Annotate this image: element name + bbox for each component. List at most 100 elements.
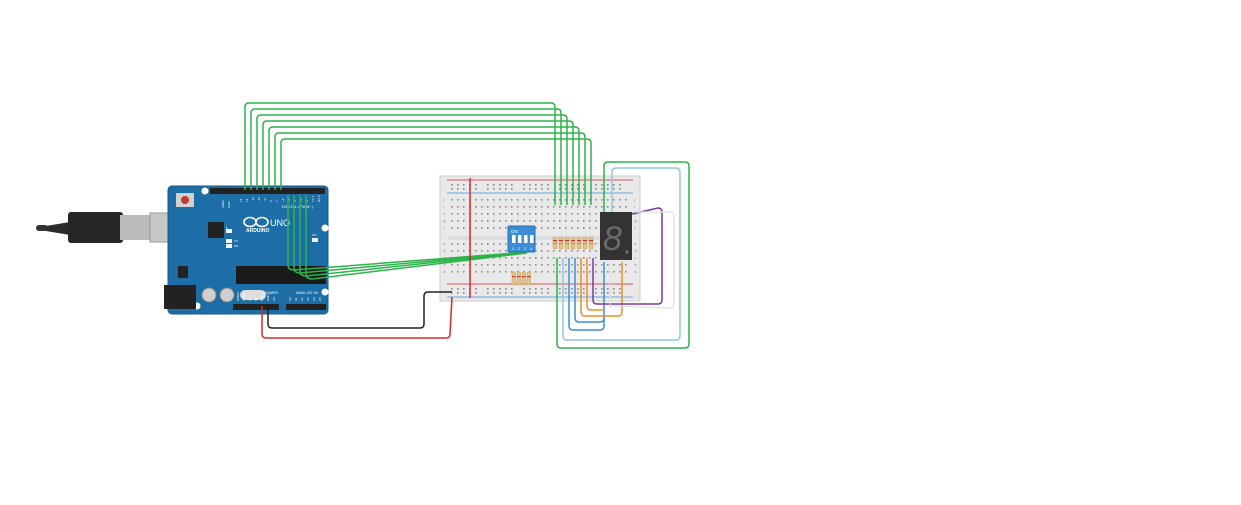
breadboard-hole[interactable]	[475, 206, 477, 208]
rail-hole[interactable]	[559, 188, 561, 190]
rail-hole[interactable]	[613, 288, 615, 290]
breadboard-hole[interactable]	[523, 213, 525, 215]
rail-hole[interactable]	[565, 292, 567, 294]
breadboard-hole[interactable]	[481, 220, 483, 222]
green-segment-wire[interactable]	[556, 161, 690, 349]
breadboard-hole[interactable]	[505, 199, 507, 201]
breadboard-hole[interactable]	[565, 220, 567, 222]
rail-hole[interactable]	[457, 188, 459, 190]
rail-hole[interactable]	[463, 188, 465, 190]
breadboard-hole[interactable]	[553, 227, 555, 229]
breadboard-hole[interactable]	[457, 206, 459, 208]
rail-hole[interactable]	[511, 184, 513, 186]
breadboard-hole[interactable]	[517, 213, 519, 215]
rail-hole[interactable]	[547, 292, 549, 294]
rail-hole[interactable]	[535, 292, 537, 294]
breadboard-hole[interactable]	[583, 206, 585, 208]
breadboard-hole[interactable]	[493, 227, 495, 229]
rail-hole[interactable]	[529, 188, 531, 190]
green-signal-wire[interactable]	[280, 138, 592, 205]
rail-hole[interactable]	[595, 288, 597, 290]
rail-hole[interactable]	[547, 288, 549, 290]
rail-hole[interactable]	[475, 288, 477, 290]
rail-hole[interactable]	[451, 288, 453, 290]
rail-hole[interactable]	[577, 292, 579, 294]
breadboard-hole[interactable]	[451, 227, 453, 229]
rail-hole[interactable]	[487, 288, 489, 290]
rail-hole[interactable]	[511, 288, 513, 290]
rail-hole[interactable]	[505, 188, 507, 190]
breadboard-hole[interactable]	[541, 271, 543, 273]
breadboard-hole[interactable]	[451, 264, 453, 266]
breadboard-hole[interactable]	[589, 227, 591, 229]
rail-hole[interactable]	[601, 188, 603, 190]
breadboard-hole[interactable]	[517, 271, 519, 273]
rail-hole[interactable]	[523, 292, 525, 294]
breadboard-hole[interactable]	[583, 227, 585, 229]
breadboard-hole[interactable]	[589, 264, 591, 266]
breadboard-hole[interactable]	[595, 206, 597, 208]
green-signal-wire[interactable]	[274, 132, 586, 205]
breadboard-hole[interactable]	[505, 250, 507, 252]
breadboard-hole[interactable]	[541, 227, 543, 229]
breadboard-hole[interactable]	[577, 250, 579, 252]
breadboard-hole[interactable]	[463, 206, 465, 208]
breadboard-hole[interactable]	[523, 199, 525, 201]
arduino-uno-board[interactable]: L TX RX ON ARDUINO UNO DIGITAL (PWM~) PO…	[164, 185, 329, 315]
orange-segment-wire-2[interactable]	[586, 258, 604, 311]
rail-hole[interactable]	[619, 188, 621, 190]
breadboard-hole[interactable]	[535, 257, 537, 259]
breadboard-hole[interactable]	[517, 220, 519, 222]
breadboard-hole[interactable]	[541, 206, 543, 208]
breadboard-hole[interactable]	[577, 206, 579, 208]
breadboard-hole[interactable]	[463, 243, 465, 245]
breadboard-hole[interactable]	[565, 271, 567, 273]
white-segment-wire[interactable]	[609, 211, 675, 309]
rail-hole[interactable]	[457, 184, 459, 186]
breadboard-hole[interactable]	[619, 264, 621, 266]
breadboard-hole[interactable]	[589, 271, 591, 273]
breadboard-hole[interactable]	[583, 213, 585, 215]
breadboard-hole[interactable]	[505, 206, 507, 208]
rail-hole[interactable]	[577, 184, 579, 186]
seven-segment-display[interactable]: 8	[600, 212, 632, 260]
breadboard-hole[interactable]	[505, 213, 507, 215]
rail-hole[interactable]	[499, 288, 501, 290]
breadboard-hole[interactable]	[571, 257, 573, 259]
breadboard-hole[interactable]	[535, 199, 537, 201]
rail-hole[interactable]	[583, 188, 585, 190]
breadboard-hole[interactable]	[451, 199, 453, 201]
breadboard-hole[interactable]	[493, 250, 495, 252]
dip-switch-toggle-1[interactable]	[512, 235, 516, 243]
breadboard-hole[interactable]	[499, 271, 501, 273]
breadboard-hole[interactable]	[523, 257, 525, 259]
breadboard-hole[interactable]	[547, 199, 549, 201]
breadboard-hole[interactable]	[493, 264, 495, 266]
breadboard-hole[interactable]	[565, 264, 567, 266]
rail-hole[interactable]	[529, 288, 531, 290]
rail-hole[interactable]	[523, 288, 525, 290]
breadboard-hole[interactable]	[619, 206, 621, 208]
breadboard-hole[interactable]	[601, 199, 603, 201]
breadboard-hole[interactable]	[475, 199, 477, 201]
breadboard-hole[interactable]	[547, 220, 549, 222]
breadboard-hole[interactable]	[457, 250, 459, 252]
rail-hole[interactable]	[451, 184, 453, 186]
breadboard-hole[interactable]	[487, 250, 489, 252]
breadboard-hole[interactable]	[457, 213, 459, 215]
breadboard-hole[interactable]	[607, 264, 609, 266]
breadboard-hole[interactable]	[529, 257, 531, 259]
rail-hole[interactable]	[487, 188, 489, 190]
rail-hole[interactable]	[565, 184, 567, 186]
breadboard-hole[interactable]	[589, 199, 591, 201]
breadboard-hole[interactable]	[493, 271, 495, 273]
breadboard-hole[interactable]	[487, 213, 489, 215]
rail-hole[interactable]	[619, 184, 621, 186]
breadboard-hole[interactable]	[487, 199, 489, 201]
breadboard-hole[interactable]	[505, 264, 507, 266]
breadboard-hole[interactable]	[505, 227, 507, 229]
rail-hole[interactable]	[541, 184, 543, 186]
breadboard-hole[interactable]	[463, 264, 465, 266]
breadboard-hole[interactable]	[499, 250, 501, 252]
rail-hole[interactable]	[493, 188, 495, 190]
